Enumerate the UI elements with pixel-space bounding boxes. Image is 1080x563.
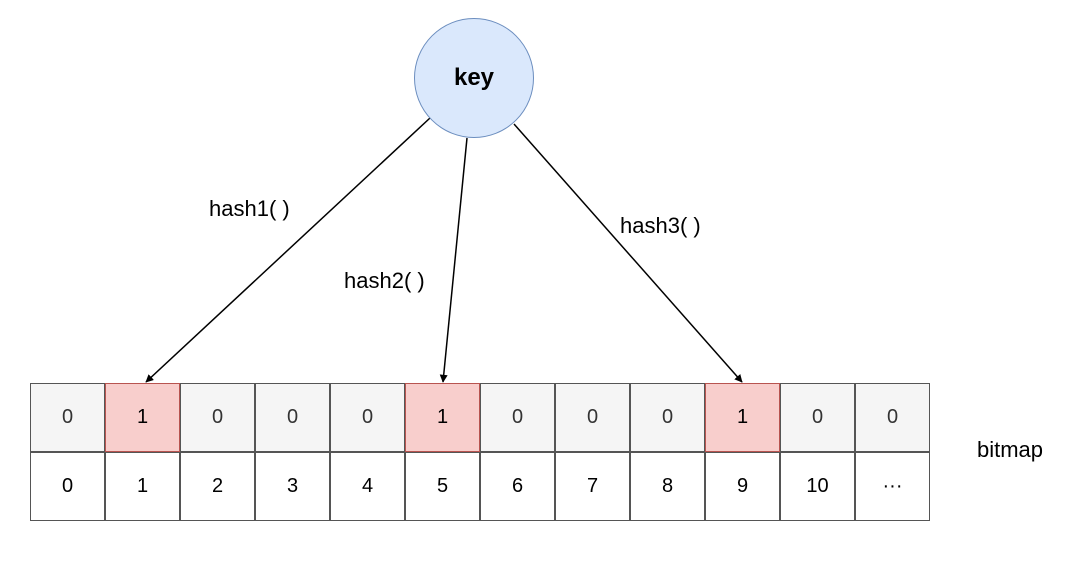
key-node: key (414, 18, 534, 138)
bit-cell: 0 (180, 383, 255, 452)
index-cell: 10 (780, 452, 855, 521)
bit-cell: 1 (705, 383, 780, 452)
index-cell: 0 (30, 452, 105, 521)
bit-cell: 1 (405, 383, 480, 452)
index-cell: 1 (105, 452, 180, 521)
bitmap-label: bitmap (977, 437, 1044, 462)
index-cell: 3 (255, 452, 330, 521)
hash2-label: hash2( ) (344, 268, 425, 293)
index-cell: 5 (405, 452, 480, 521)
bit-cell: 1 (105, 383, 180, 452)
hash2-arrow (439, 137, 468, 383)
bit-cell: 0 (780, 383, 855, 452)
index-cell: 7 (555, 452, 630, 521)
bit-cell: 0 (855, 383, 930, 452)
hash3-arrow (513, 123, 743, 383)
hash1-label: hash1( ) (209, 196, 290, 221)
bit-cell: 0 (255, 383, 330, 452)
index-cell: 2 (180, 452, 255, 521)
bit-cell: 0 (30, 383, 105, 452)
index-cell: 4 (330, 452, 405, 521)
index-cell: 6 (480, 452, 555, 521)
bit-cell: 0 (630, 383, 705, 452)
index-cell: ··· (855, 452, 930, 521)
bit-cell: 0 (330, 383, 405, 452)
bit-cell: 0 (555, 383, 630, 452)
hash1-arrow (145, 117, 431, 383)
bit-cell: 0 (480, 383, 555, 452)
key-label: key (453, 64, 495, 91)
index-cell: 9 (705, 452, 780, 521)
hash3-label: hash3( ) (620, 213, 701, 238)
index-cell: 8 (630, 452, 705, 521)
